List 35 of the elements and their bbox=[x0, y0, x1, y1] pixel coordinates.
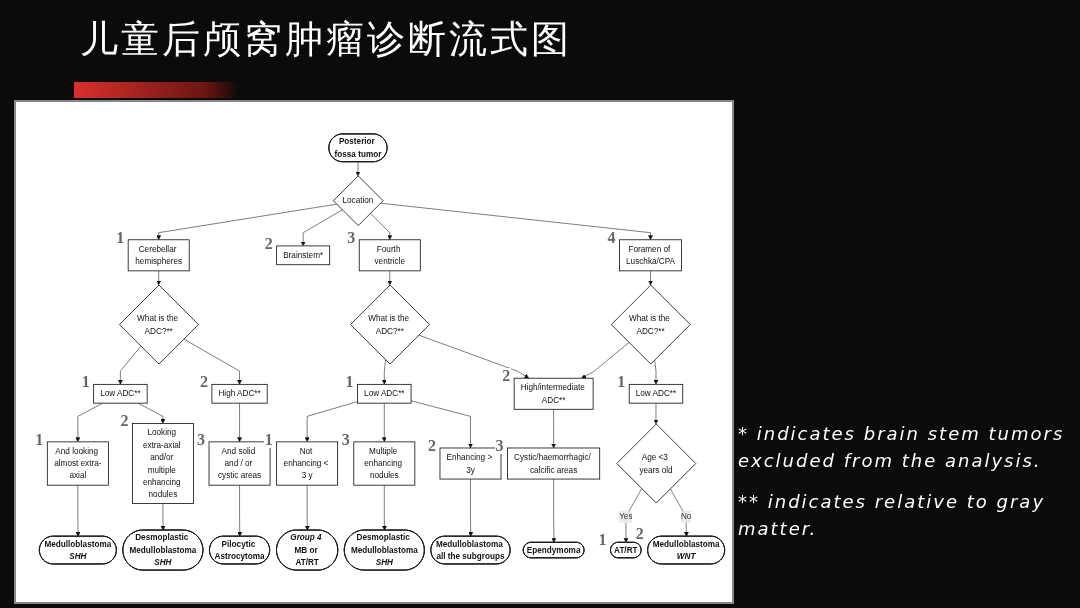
node-box bbox=[619, 239, 682, 272]
node-box bbox=[357, 383, 412, 404]
branch-number: 1 bbox=[34, 431, 45, 448]
branch-number: 1 bbox=[263, 431, 274, 448]
footnote: ** indicates relative to gray matter. bbox=[738, 490, 1047, 541]
branch-number: 3 bbox=[346, 229, 357, 246]
node-box bbox=[276, 245, 331, 266]
slide-title: 儿童后颅窝肿瘤诊断流式图 bbox=[80, 16, 572, 63]
node-box bbox=[211, 383, 268, 404]
branch-number: 4 bbox=[606, 229, 617, 246]
node-diamond bbox=[119, 284, 199, 365]
branch-number: 3 bbox=[494, 438, 505, 454]
edge-label: Yes bbox=[619, 511, 633, 522]
edge-label: No bbox=[680, 511, 692, 522]
node-box bbox=[276, 441, 339, 486]
node-box bbox=[127, 239, 190, 272]
branch-number: 1 bbox=[115, 229, 126, 246]
node-box bbox=[46, 441, 109, 486]
node-box bbox=[507, 447, 601, 480]
node-box bbox=[93, 383, 148, 404]
node-box bbox=[358, 239, 421, 272]
node-diamond bbox=[350, 284, 430, 365]
diagram-panel: Yes No Posterior fossa tumor Location Cerebellar hemispheres Brainstem* Fourth ventricle Foramen of Luschka/CPA What is the ADC?** What is the ADC?** What is the ADC?** Low ADC** High ADC** Low ADC** High/intermediate ADC** Low ADC** And looking almost extra-axial Looking extra-axial and/or multiple enhancing nodules And solid and / or cystic areas Not enhancing < 3 y Enhancing > 3y Multiple enhancing nodules Cystic/haemorrhagic/ calcific areas Age <3 years old Medulloblastoma SHH Desmoplastic Medulloblastoma SHH Pilocytic Astrocytoma Group 4 MB or AT/RT Desmoplastic Medulloblastoma SHH Medulloblastoma all the subgroups Ependymoma AT/RT Medulloblastoma WNT 1 2 3 4 1 2 1 2 1 1 2 3 1 3 2 3 1 2 bbox=[14, 100, 734, 604]
footnote: * indicates brain stem tumors excluded from the analysis. bbox=[738, 422, 1066, 473]
node-diamond bbox=[332, 175, 384, 226]
node-box bbox=[628, 383, 684, 404]
branch-number: 2 bbox=[427, 438, 437, 454]
branch-number: 3 bbox=[340, 431, 351, 448]
node-box bbox=[513, 377, 594, 410]
node-box bbox=[353, 441, 416, 486]
branch-number: 3 bbox=[196, 431, 207, 448]
node-diamond bbox=[616, 423, 697, 504]
node-diamond bbox=[610, 284, 691, 365]
branch-number: 2 bbox=[263, 235, 274, 252]
node-box bbox=[131, 423, 194, 504]
